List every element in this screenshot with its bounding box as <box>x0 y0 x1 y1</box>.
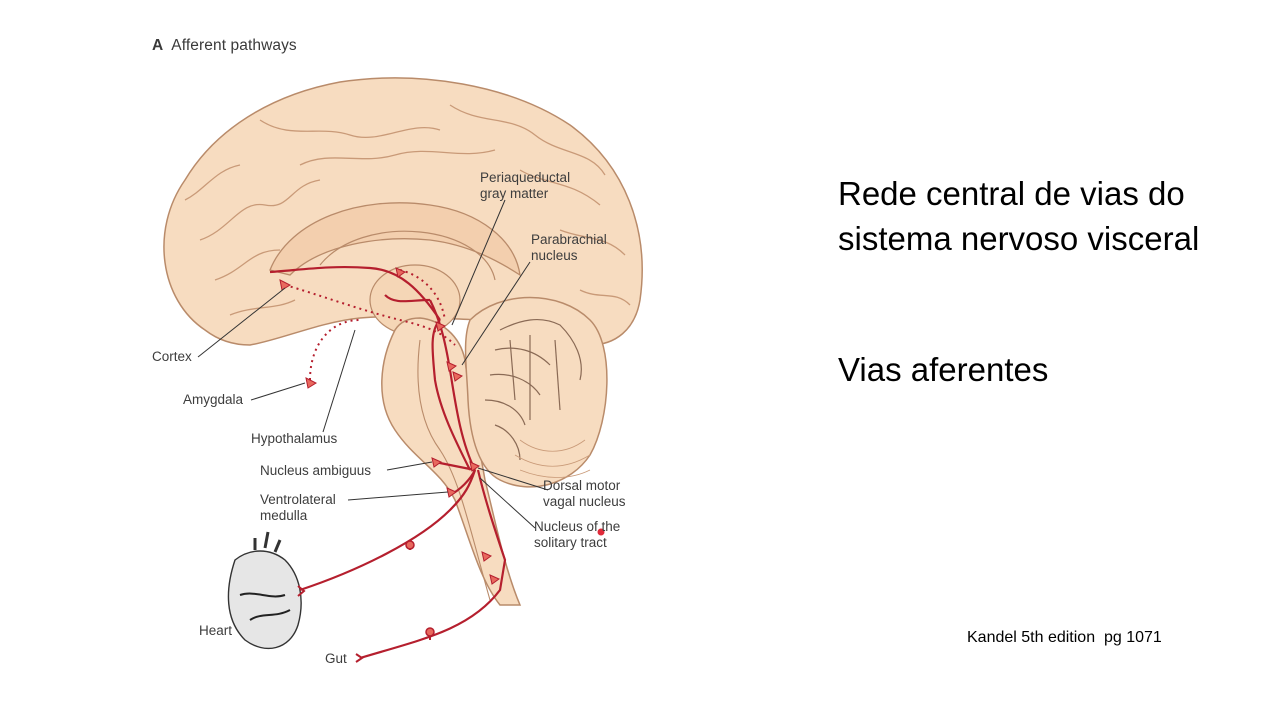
label-heart: Heart <box>199 623 233 638</box>
label-hypothalamus: Hypothalamus <box>251 431 338 446</box>
label-amygdala: Amygdala <box>183 392 244 407</box>
cortical-projection <box>269 265 441 321</box>
vagal-afferent-gut <box>359 469 507 660</box>
label-ventrolateral-medulla: Ventrolateral medulla <box>260 492 336 523</box>
dotted-pathways <box>284 269 456 381</box>
corpus-callosum <box>269 202 521 277</box>
citation: Kandel 5th edition pg 1071 <box>967 629 1162 646</box>
panel-title: A Afferent pathways <box>152 37 297 55</box>
cerebellum <box>464 296 608 488</box>
ganglia <box>405 540 435 640</box>
panel-letter: A <box>152 37 164 54</box>
slide-subheading: Vias aferentes <box>838 351 1049 388</box>
vagal-afferent-heart <box>299 469 477 592</box>
leader-lines <box>197 199 549 529</box>
label-cortex: Cortex <box>152 349 192 364</box>
cerebellum-folia <box>514 439 591 478</box>
label-parabrachial: Parabrachial nucleus <box>531 232 607 263</box>
slide-heading: Rede central de vias do sistema nervoso … <box>838 175 1200 257</box>
label-solitary-tract: Nucleus of the solitary tract <box>534 519 621 550</box>
synaptic-terminals <box>279 267 501 585</box>
pointer-dot <box>597 528 605 536</box>
brain-afferent-figure: A Afferent pathways Periaqueductal gray m… <box>152 37 643 666</box>
label-gut: Gut <box>325 651 347 666</box>
arbor-vitae <box>484 319 582 461</box>
label-dorsal-motor-vagal: Dorsal motor vagal nucleus <box>543 478 626 509</box>
panel-title-text: Afferent pathways <box>171 37 297 54</box>
brain-illustration <box>163 77 643 663</box>
cortical-folds <box>184 104 631 316</box>
heart-illustration <box>227 531 302 650</box>
label-periaqueductal: Periaqueductal gray matter <box>480 170 571 201</box>
label-nucleus-ambiguus: Nucleus ambiguus <box>260 463 372 478</box>
